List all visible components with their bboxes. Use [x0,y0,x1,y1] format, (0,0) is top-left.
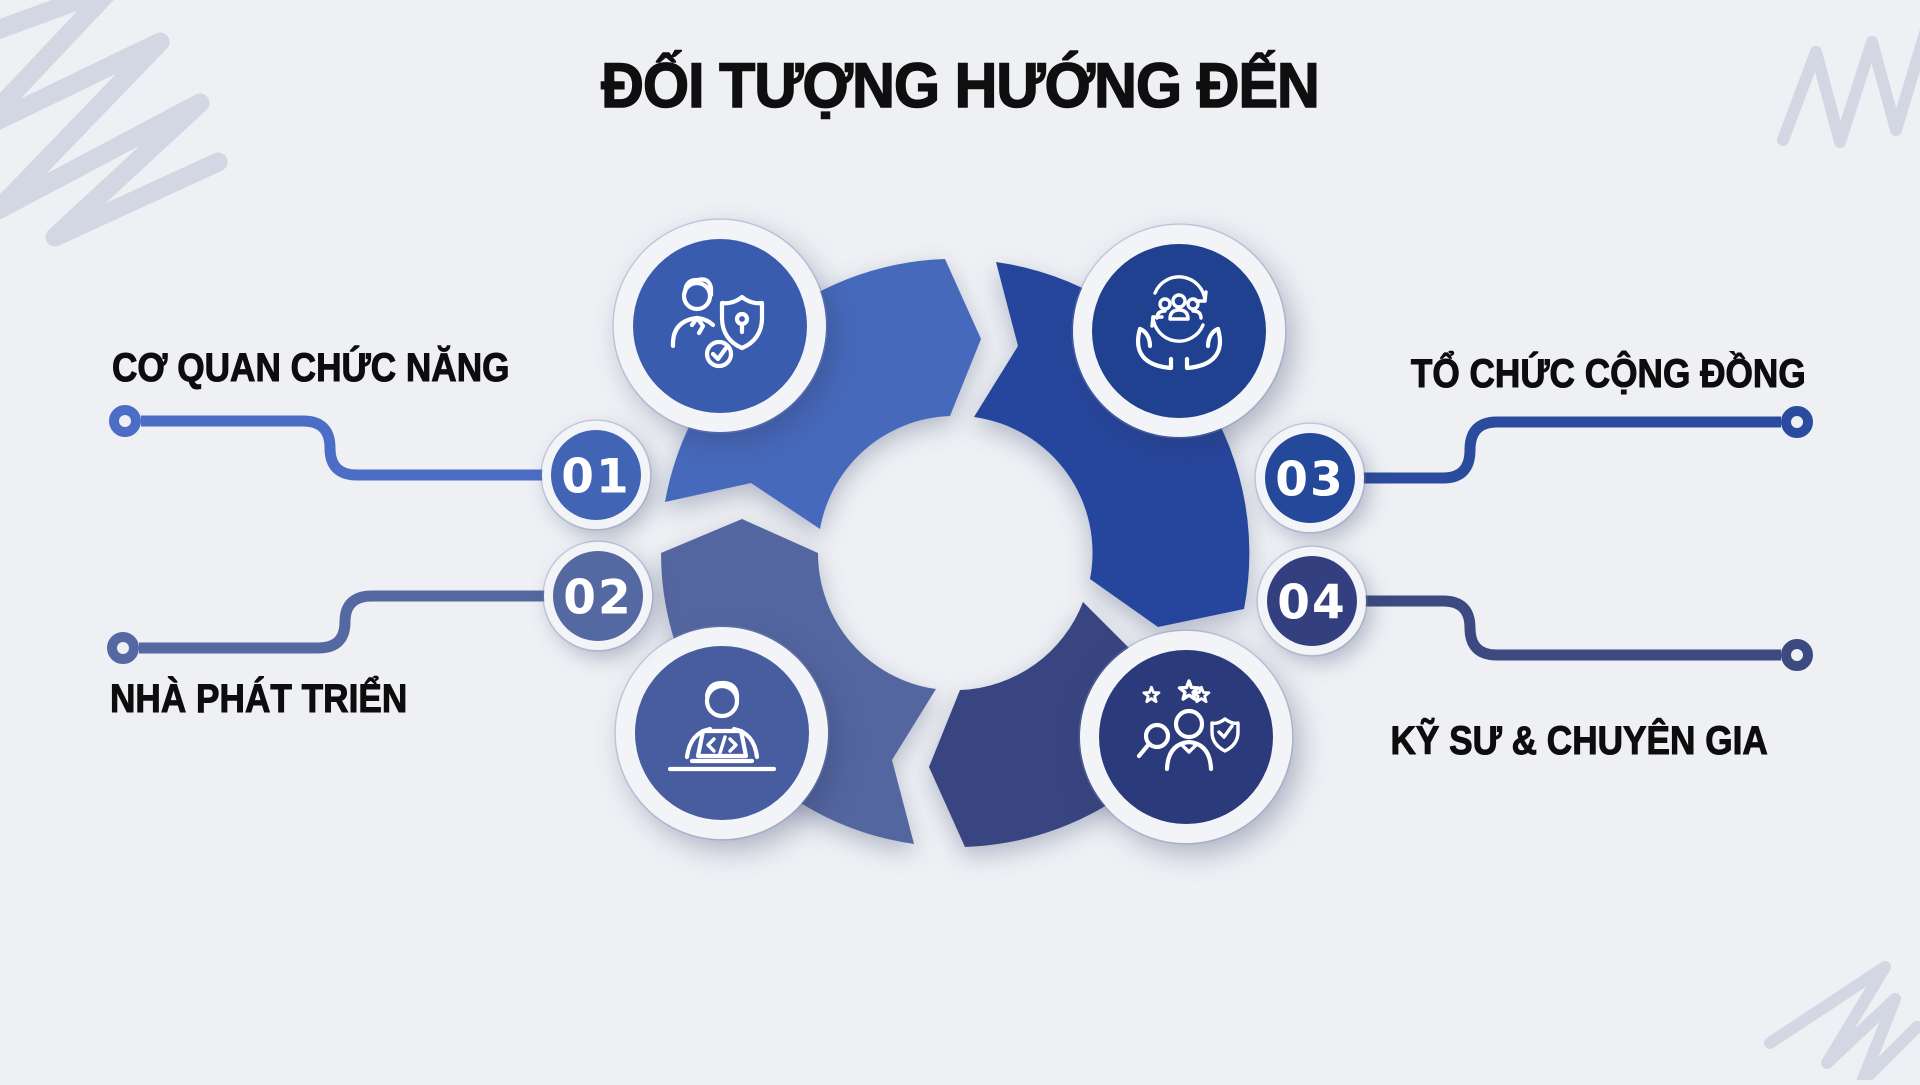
scribble-top-left-icon [0,0,228,247]
security-officer-shield-icon [670,277,765,369]
item-label-04: KỸ SƯ & CHUYÊN GIA [1390,719,1768,763]
medallion-04 [1078,629,1294,845]
medallion-02-outline [614,625,830,841]
item-label-02: NHÀ PHÁT TRIỂN [110,677,408,721]
badge-04-number: 04 [1277,576,1346,631]
medallion-03 [1071,223,1287,439]
badge-01-number: 01 [561,450,630,505]
connector-endpoint-01 [109,405,141,437]
scribble-top-right-icon [1777,29,1920,148]
badge-03-disc [1265,433,1355,523]
badge-04-disc [1267,556,1357,646]
community-hands-people-icon [1135,275,1223,371]
connectors [107,405,1813,671]
badge-02-disc [553,551,643,641]
connector-endpoint-03 [1781,406,1813,438]
medallion-03-outline [1071,223,1287,439]
badge-01-outline [540,419,652,531]
item-label-01: CƠ QUAN CHỨC NĂNG [112,346,510,390]
icon-medallions [612,218,1294,845]
badge-02-number: 02 [563,571,632,626]
connector-line-02 [139,590,598,654]
medallion-02 [614,625,830,841]
ring-segment-top-left [665,259,981,529]
badge-02: 02 [542,540,654,652]
medallion-01 [612,218,828,434]
item-label-03: TỔ CHỨC CỘNG ĐỒNG [1411,352,1807,396]
badge-02-outline [542,540,654,652]
developer-laptop-code-icon [667,680,777,772]
medallion-04-outline [1078,629,1294,845]
connector-line-03 [1310,416,1781,484]
ring-segment-top-right [974,262,1250,627]
expert-stars-search-shield-icon [1136,679,1240,772]
badge-03-outline [1254,422,1366,534]
number-badges: 01 02 03 04 [540,419,1368,657]
badge-03-number: 03 [1275,453,1344,508]
connector-endpoint-04 [1781,639,1813,671]
connector-endpoint-02 [107,632,139,664]
badge-01: 01 [540,419,652,531]
connector-line-04 [1312,595,1781,661]
badge-04-outline [1256,545,1368,657]
medallion-01-disc [633,239,807,413]
medallion-01-outline [612,218,828,434]
badge-04: 04 [1256,545,1368,657]
medallion-03-disc [1092,244,1266,418]
badge-01-disc [551,430,641,520]
scribble-bottom-right-icon [1764,961,1920,1085]
connector-line-01 [141,415,596,481]
page-title: ĐỐI TƯỢNG HƯỚNG ĐẾN [600,50,1320,122]
badge-03: 03 [1254,422,1366,534]
